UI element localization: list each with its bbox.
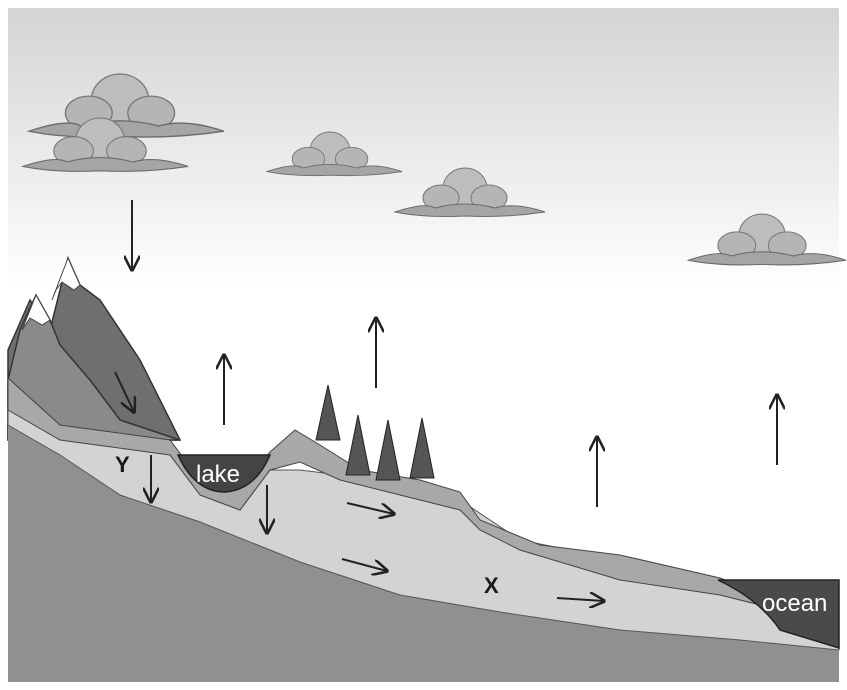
- ocean-label: ocean: [762, 590, 827, 617]
- point-x-label: X: [484, 573, 499, 598]
- lake-label: lake: [196, 461, 240, 488]
- point-y-label: Y: [115, 452, 130, 477]
